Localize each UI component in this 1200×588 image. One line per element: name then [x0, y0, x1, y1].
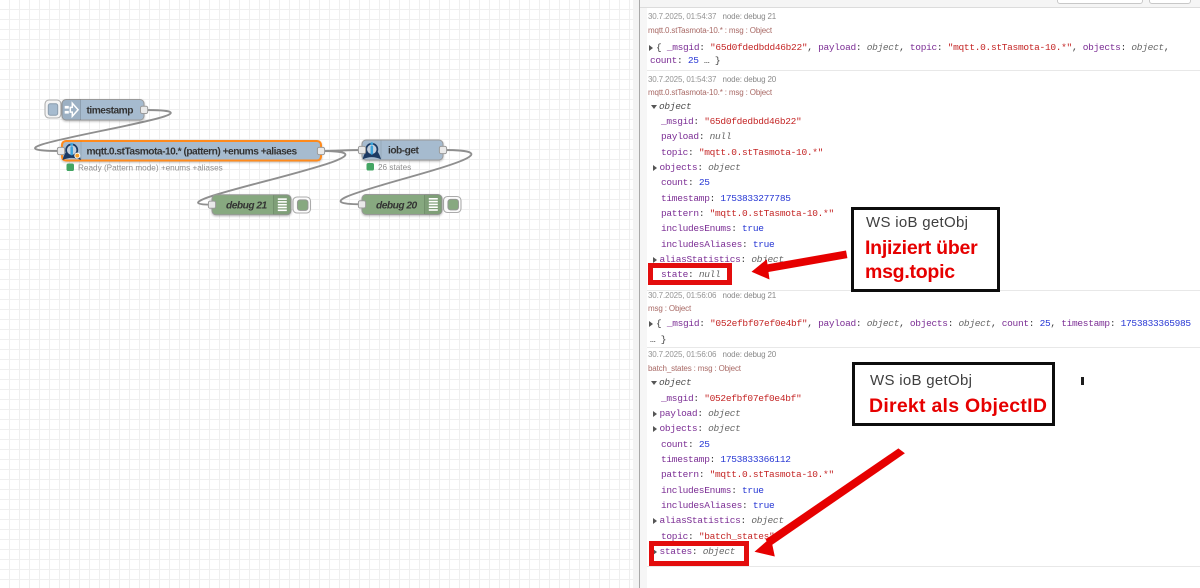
svg-text:debug 20: debug 20	[376, 200, 418, 211]
svg-text:iob-get: iob-get	[388, 146, 420, 157]
svg-text:timestamp: timestamp	[87, 106, 134, 117]
svg-text:mqtt.0.stTasmota-10.* (pattern: mqtt.0.stTasmota-10.* (pattern) +enums +…	[87, 146, 298, 157]
svg-text:26 states: 26 states	[378, 163, 411, 172]
svg-text:Ready (Pattern mode) +enums +a: Ready (Pattern mode) +enums +aliases	[78, 164, 223, 173]
svg-text:debug 21: debug 21	[226, 201, 268, 212]
